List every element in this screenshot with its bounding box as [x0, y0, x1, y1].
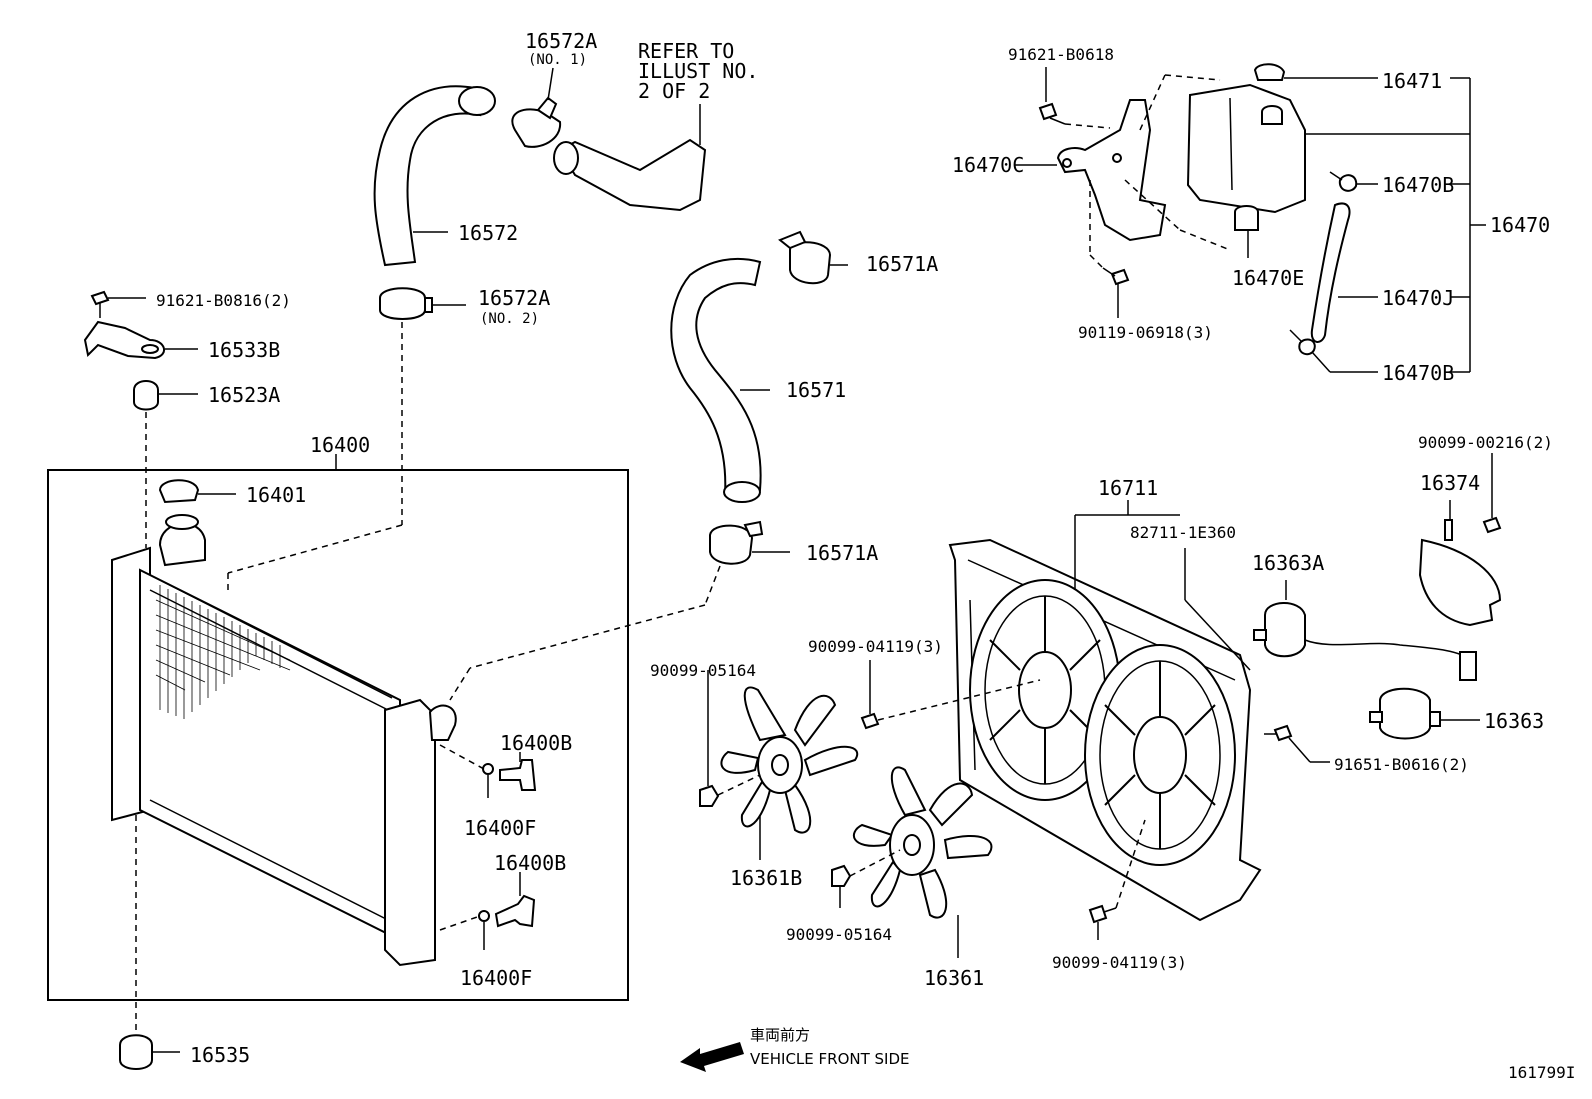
- lower-radiator-hose-16571: [670, 257, 770, 503]
- refer-line-3: 2 OF 2: [638, 79, 710, 103]
- label-90099-04119-top: 90099-04119(3): [808, 637, 943, 656]
- label-16400F-upper: 16400F: [464, 816, 536, 840]
- label-90119-06918: 90119-06918(3): [1078, 323, 1213, 342]
- refer-line-1: REFER TO: [638, 39, 734, 63]
- sensor-16400B-upper: [439, 744, 537, 798]
- label-16470B-upper: 16470B: [1382, 173, 1454, 197]
- label-16470B-lower: 16470B: [1382, 361, 1454, 385]
- fan-16361B: [720, 686, 858, 860]
- label-16571A-top: 16571A: [866, 252, 938, 276]
- bracket-16470-group: [1305, 77, 1486, 373]
- label-16400: 16400: [310, 433, 370, 457]
- label-16533B: 16533B: [208, 338, 280, 362]
- hose-16470J: [1310, 202, 1378, 343]
- label-91621-B0618: 91621-B0618: [1008, 45, 1114, 64]
- label-90099-05164-left: 90099-05164: [650, 661, 756, 680]
- label-16400B-upper: 16400B: [500, 731, 572, 755]
- nut-90099-05164-left: [699, 670, 761, 807]
- label-16535: 16535: [190, 1043, 250, 1067]
- cover-16374: [1418, 500, 1502, 627]
- water-outlet-pipe: [553, 138, 707, 212]
- bolt-91651-B0616: [1264, 724, 1330, 763]
- bolt-90099-04119-bottom: [1088, 819, 1146, 940]
- label-16361B: 16361B: [730, 866, 802, 890]
- clamp-16571A-bottom: [449, 520, 790, 701]
- label-82711-1E360: 82711-1E360: [1130, 523, 1236, 542]
- bolt-91621-B0618: [1038, 67, 1111, 129]
- label-16470: 16470: [1490, 213, 1550, 237]
- fan-shroud-16711: [948, 500, 1262, 922]
- illustration-number: 161799I: [1508, 1063, 1575, 1082]
- label-16470J: 16470J: [1382, 286, 1454, 310]
- bolt-90099-00216: [1482, 453, 1502, 534]
- nut-90099-05164-bottom: [831, 849, 901, 908]
- motor-16363: [1369, 687, 1480, 740]
- direction-english: VEHICLE FRONT SIDE: [750, 1050, 910, 1068]
- reservoir-assembly: [1015, 63, 1486, 373]
- clip-16470B-lower: [1289, 329, 1378, 373]
- label-16572: 16572: [458, 221, 518, 245]
- clamp-16572A-no2: [227, 287, 466, 590]
- label-91651-B0616: 91651-B0616(2): [1334, 755, 1469, 774]
- label-16374: 16374: [1420, 471, 1480, 495]
- label-90099-04119-bottom: 90099-04119(3): [1052, 953, 1187, 972]
- label-16363A: 16363A: [1252, 551, 1324, 575]
- cap-16470E: [1234, 205, 1259, 258]
- bolt-90119-06918: [1089, 180, 1130, 318]
- bracket-16533B: [83, 320, 198, 360]
- label-16571: 16571: [786, 378, 846, 402]
- radiator-core: [111, 514, 457, 967]
- bracket-16470C: [1015, 74, 1231, 251]
- label-16363: 16363: [1484, 709, 1544, 733]
- fan-16361: [852, 766, 993, 958]
- reservoir-cap-16471: [1253, 63, 1378, 81]
- refer-line-2: ILLUST NO.: [638, 59, 758, 83]
- motor-16363A: [1253, 580, 1477, 681]
- reservoir-tank: [1186, 83, 1306, 214]
- clip-16470B-upper: [1329, 171, 1378, 192]
- direction-japanese: 車両前方: [750, 1026, 810, 1044]
- cushion-16523A: [133, 380, 198, 548]
- label-16572A-no2-sub: (NO. 2): [480, 311, 539, 327]
- label-16361: 16361: [924, 966, 984, 990]
- label-16400F-lower: 16400F: [460, 966, 532, 990]
- radiator-assembly-frame: [47, 469, 629, 1001]
- radiator-cap: [158, 479, 200, 504]
- cushion-16535: [119, 815, 180, 1070]
- bolt-90099-04119-top: [860, 660, 1041, 730]
- sensor-16400B-lower: [439, 872, 536, 950]
- arrow-left-icon: [680, 1042, 744, 1072]
- label-16572A-no2: 16572A: [478, 286, 550, 310]
- label-16401: 16401: [246, 483, 306, 507]
- label-16711: 16711: [1098, 476, 1158, 500]
- label-90099-00216: 90099-00216(2): [1418, 433, 1553, 452]
- label-16572A-no1: 16572A: [525, 29, 597, 53]
- upper-radiator-hose-16572: [373, 85, 496, 267]
- label-16400B-lower: 16400B: [494, 851, 566, 875]
- label-16471: 16471: [1382, 69, 1442, 93]
- vehicle-front-indicator: 車両前方 VEHICLE FRONT SIDE: [680, 1026, 910, 1072]
- label-16523A: 16523A: [208, 383, 280, 407]
- label-16571A-bottom: 16571A: [806, 541, 878, 565]
- clamp-16572A-no1: [511, 96, 562, 148]
- radiator-assembly: [47, 454, 629, 1001]
- clamp-16571A-top: [778, 230, 848, 285]
- label-16470C: 16470C: [952, 153, 1024, 177]
- bolt-91621-B0816: [90, 290, 146, 318]
- label-16572A-no1-sub: (NO. 1): [528, 52, 587, 68]
- label-91621-B0816: 91621-B0816(2): [156, 291, 291, 310]
- label-16470E: 16470E: [1232, 266, 1304, 290]
- label-90099-05164-bottom: 90099-05164: [786, 925, 892, 944]
